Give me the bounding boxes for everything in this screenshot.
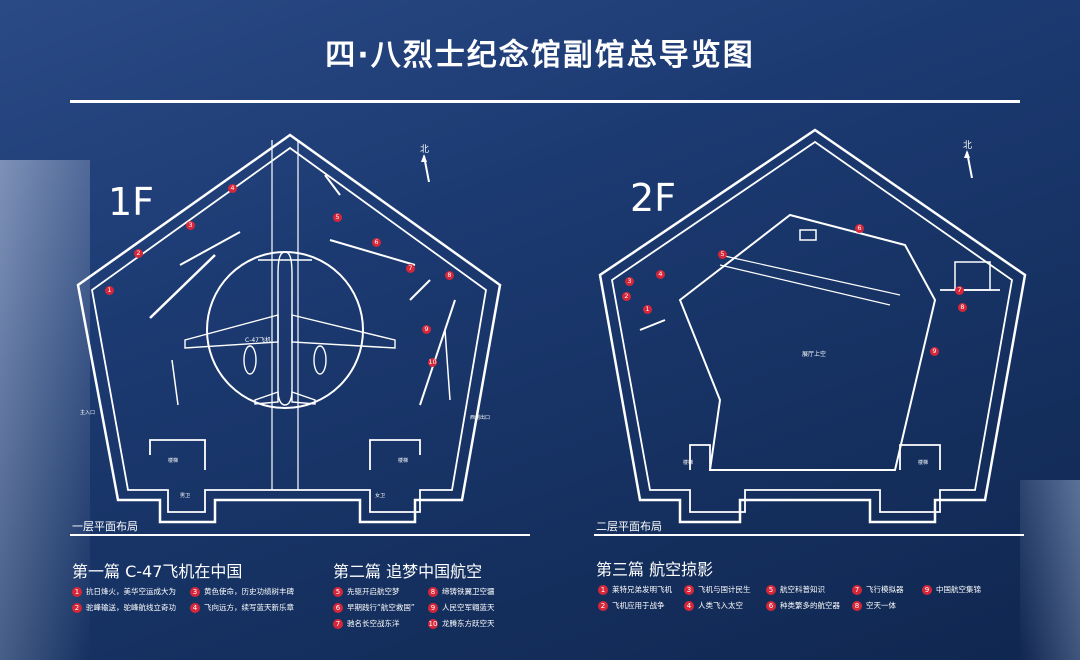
board-title: 四·八烈士纪念馆副馆总导览图 — [325, 38, 755, 73]
section1-title: 第一篇 C-47飞机在中国 — [72, 562, 243, 581]
floor1-inner-wall — [91, 146, 487, 513]
restroom-women-label: 女卫 — [375, 493, 386, 499]
floor2-label: 2F — [630, 176, 677, 220]
floor2-outer-wall — [598, 128, 1027, 524]
floor1-outer-wall — [76, 133, 502, 524]
stairs-label-2f-left: 楼梯 — [683, 460, 694, 466]
marker-2f-1[interactable]: 1 — [643, 305, 652, 314]
marker-1f-8[interactable]: 8 — [445, 271, 454, 280]
marker-2f-9[interactable]: 9 — [930, 347, 939, 356]
floor2-inner-wall — [611, 140, 1013, 513]
floor1-caption: 一层平面布局 — [72, 520, 138, 533]
floor2-caption-rule — [594, 534, 1024, 536]
marker-1f-2[interactable]: 2 — [134, 249, 143, 258]
floor2-atrium — [678, 213, 937, 471]
marker-2f-6[interactable]: 6 — [855, 224, 864, 233]
north-arrow-icon — [964, 150, 973, 179]
floor1-label: 1F — [108, 180, 155, 224]
glare-reflection — [0, 160, 90, 660]
plane-label: C-47飞机 — [245, 337, 271, 344]
marker-1f-4[interactable]: 4 — [228, 184, 237, 193]
exit-label: 西侧出口 — [470, 415, 491, 421]
north-arrow-icon — [421, 154, 430, 183]
compass-floor1: 北 — [415, 142, 437, 183]
marker-2f-8[interactable]: 8 — [958, 303, 967, 312]
stairs-label-2f-right: 楼梯 — [918, 460, 929, 466]
atrium-label: 展厅上空 — [802, 351, 827, 358]
glare-reflection-right — [1020, 480, 1080, 660]
marker-1f-10[interactable]: 10 — [428, 358, 437, 367]
floor1-caption-rule — [70, 534, 530, 536]
c47-plane-graphic — [184, 251, 396, 406]
marker-1f-9[interactable]: 9 — [422, 325, 431, 334]
north-label: 北 — [963, 141, 973, 151]
marker-2f-5[interactable]: 5 — [718, 250, 727, 259]
floor1-central-hall — [206, 251, 364, 409]
marker-1f-5[interactable]: 5 — [333, 213, 342, 222]
marker-1f-6[interactable]: 6 — [372, 238, 381, 247]
stairs-label-1f-right: 楼梯 — [398, 458, 409, 464]
restroom-men-label: 男卫 — [180, 493, 191, 499]
compass-floor2: 北 — [958, 138, 980, 179]
marker-1f-3[interactable]: 3 — [186, 221, 195, 230]
section3-title: 第三篇 航空掠影 — [596, 560, 714, 579]
floor2-caption: 二层平面布局 — [596, 520, 662, 533]
main-entrance-label: 主入口 — [80, 410, 96, 416]
marker-1f-1[interactable]: 1 — [105, 286, 114, 295]
floor2-plan — [598, 128, 1027, 524]
marker-2f-2[interactable]: 2 — [622, 292, 631, 301]
marker-1f-7[interactable]: 7 — [406, 264, 415, 273]
marker-2f-4[interactable]: 4 — [656, 270, 665, 279]
stairs-label-1f-left: 楼梯 — [168, 458, 179, 464]
floor1-plan — [76, 133, 502, 524]
title-divider — [70, 100, 1020, 103]
north-label: 北 — [420, 145, 430, 155]
section2-title: 第二篇 追梦中国航空 — [333, 562, 483, 581]
marker-2f-7[interactable]: 7 — [955, 286, 964, 295]
marker-2f-3[interactable]: 3 — [625, 277, 634, 286]
